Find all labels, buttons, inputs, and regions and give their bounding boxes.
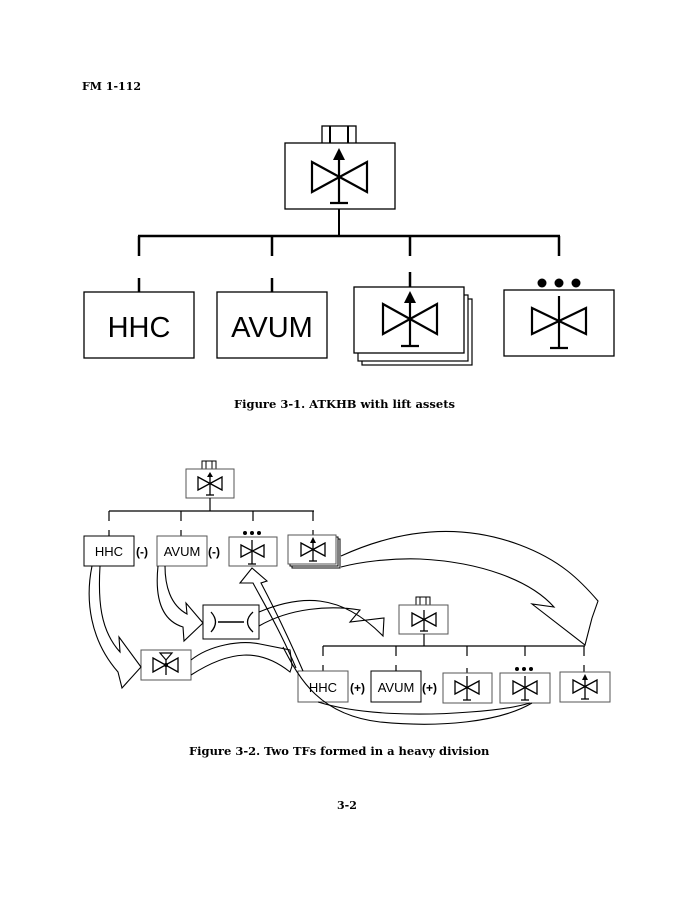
avum-label: AVUM bbox=[231, 312, 313, 344]
arrow-hhc-to-lift bbox=[238, 567, 304, 672]
tf2-hhc: HHC bbox=[297, 670, 349, 703]
document-id: FM 1-112 bbox=[82, 80, 141, 93]
platoon-dot bbox=[537, 278, 547, 288]
tf1-hhc-label: HHC bbox=[95, 544, 123, 559]
arrow-avum-to-maint bbox=[156, 565, 204, 643]
tf1-avum-modifier: (-) bbox=[208, 545, 220, 559]
transfer-arrows bbox=[88, 530, 599, 725]
tf2-attack-company bbox=[559, 671, 611, 703]
tf1-hhc-modifier: (-) bbox=[136, 545, 148, 559]
arrow-bottom-loop-2 bbox=[282, 646, 533, 725]
tf2-avum-modifier: (+) bbox=[422, 681, 437, 695]
tf1-avum-label: AVUM bbox=[164, 544, 201, 559]
figure1-hhc-box: HHC bbox=[83, 291, 195, 359]
tf1-lift-platoon bbox=[228, 531, 278, 567]
tf1-avum: AVUM bbox=[156, 535, 208, 567]
figure2-diagram: HHC (-) AVUM (-) bbox=[83, 460, 611, 725]
figure1-caption: Figure 3-1. ATKHB with lift assets bbox=[234, 397, 455, 411]
figure1-diagram: HHC AVUM bbox=[83, 125, 615, 366]
hhc-label: HHC bbox=[108, 312, 171, 344]
tf2-avum-label: AVUM bbox=[378, 680, 415, 695]
arrow-bottom-loop-1 bbox=[317, 701, 531, 715]
figure1-lift-platoon-box bbox=[503, 278, 615, 357]
utility-helicopter-icon bbox=[530, 296, 588, 350]
figure1-avum-box: AVUM bbox=[216, 291, 328, 359]
arrow-attack-to-tf2 bbox=[340, 530, 599, 646]
arrow-hhc-to-ad bbox=[88, 565, 142, 690]
tf2-parent-unit bbox=[398, 596, 449, 635]
arrow-maint-to-tf2 bbox=[258, 599, 385, 638]
figure1-parent-unit bbox=[284, 125, 396, 210]
air-defense-unit bbox=[140, 649, 192, 681]
tf2-avum: AVUM bbox=[370, 670, 422, 703]
figure1-attack-company-stack bbox=[353, 286, 473, 366]
tf1-attack-company-stack bbox=[287, 534, 341, 569]
tf2-helicopter-unit bbox=[442, 672, 493, 704]
figure2-caption: Figure 3-2. Two TFs formed in a heavy di… bbox=[189, 744, 490, 758]
tf2-lift-platoon bbox=[499, 667, 551, 704]
attack-helicopter-icon bbox=[381, 291, 439, 348]
page-number: 3-2 bbox=[337, 799, 357, 812]
tf1-hhc: HHC bbox=[83, 535, 135, 567]
attack-helicopter-icon bbox=[310, 148, 369, 205]
battalion-echelon-marker bbox=[321, 125, 357, 145]
arrow-ad-to-tf2 bbox=[190, 642, 293, 676]
tf1-parent-unit bbox=[185, 460, 235, 499]
tf2-hhc-label: HHC bbox=[309, 680, 337, 695]
maintenance-unit bbox=[202, 604, 260, 640]
platoon-dot bbox=[571, 278, 581, 288]
platoon-dot bbox=[554, 278, 564, 288]
tf2-hhc-modifier: (+) bbox=[350, 681, 365, 695]
